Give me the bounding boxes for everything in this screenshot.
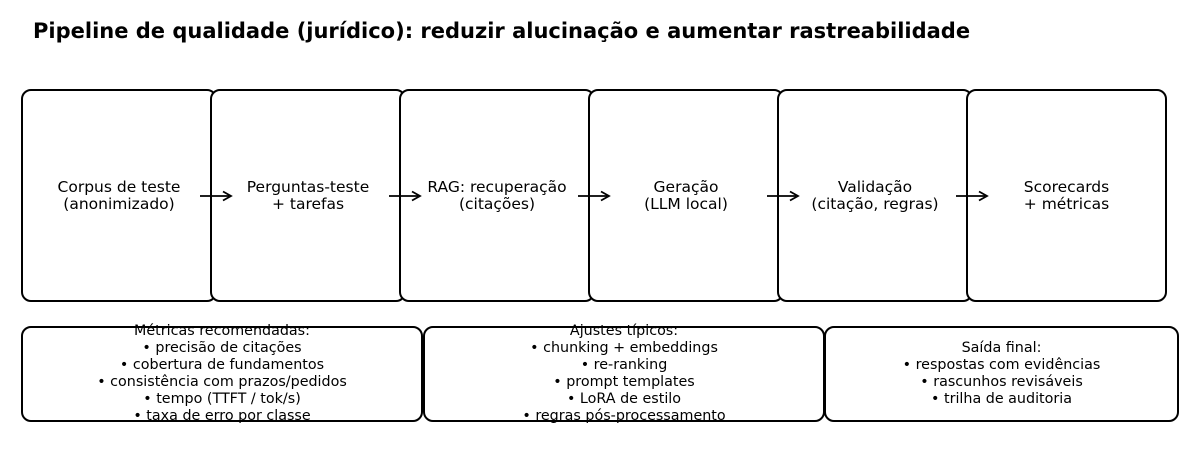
arrow-right-icon (200, 190, 233, 202)
note-typical-adjustments: Ajustes típicos: • chunking + embeddings… (423, 323, 825, 424)
stage-test-corpus: Corpus de teste (anonimizado) (21, 89, 217, 302)
stage-label-line2: (anonimizado) (63, 194, 175, 213)
note-item: • LoRA de estilo (566, 391, 682, 407)
stage-label-line1: Geração (653, 177, 719, 196)
arrow-right-icon (767, 190, 800, 202)
stage-rag-retrieval: RAG: recuperação (citações) (399, 89, 595, 302)
stage-label-line2: (citação, regras) (811, 194, 939, 213)
stage-test-questions: Perguntas-teste + tarefas (210, 89, 406, 302)
note-item: • consistência com prazos/pedidos (97, 374, 347, 390)
stage-scorecards: Scorecards + métricas (966, 89, 1167, 302)
stage-validation: Validação (citação, regras) (777, 89, 973, 302)
arrow-right-icon (956, 190, 989, 202)
note-item: • trilha de auditoria (930, 391, 1073, 407)
arrow-right-icon (389, 190, 422, 202)
note-heading: Ajustes típicos: (569, 323, 679, 339)
note-item: • regras pós-processamento (522, 408, 726, 424)
note-item: • chunking + embeddings (530, 340, 718, 356)
stage-label-line2: (citações) (458, 194, 536, 213)
stage-generation: Geração (LLM local) (588, 89, 784, 302)
stage-label-line1: Validação (837, 177, 913, 196)
stage-label-line1: Perguntas-teste (246, 177, 370, 196)
note-recommended-metrics: Métricas recomendadas: • precisão de cit… (21, 323, 423, 424)
note-item: • precisão de citações (142, 340, 302, 356)
note-item: • respostas com evidências (902, 357, 1101, 373)
note-item: • re-ranking (580, 357, 668, 373)
note-item: • rascunhos revisáveis (920, 374, 1083, 390)
stage-label-line1: Scorecards (1023, 177, 1110, 196)
note-item: • cobertura de fundamentos (119, 357, 325, 373)
note-item: • tempo (TTFT / tok/s) (143, 391, 301, 407)
stage-label-line1: RAG: recuperação (427, 177, 567, 196)
note-heading: Métricas recomendadas: (134, 323, 310, 339)
note-item: • prompt templates (553, 374, 695, 390)
note-final-output: Saída final: • respostas com evidências … (824, 326, 1179, 422)
stage-label-line1: Corpus de teste (57, 177, 181, 196)
arrow-right-icon (578, 190, 611, 202)
stage-label-line2: (LLM local) (644, 194, 728, 213)
stage-label-line2: + tarefas (271, 194, 345, 213)
note-heading: Saída final: (961, 340, 1042, 356)
diagram-title: Pipeline de qualidade (jurídico): reduzi… (33, 19, 971, 43)
note-item: • taxa de erro por classe (133, 408, 311, 424)
stage-label-line2: + métricas (1023, 194, 1110, 213)
